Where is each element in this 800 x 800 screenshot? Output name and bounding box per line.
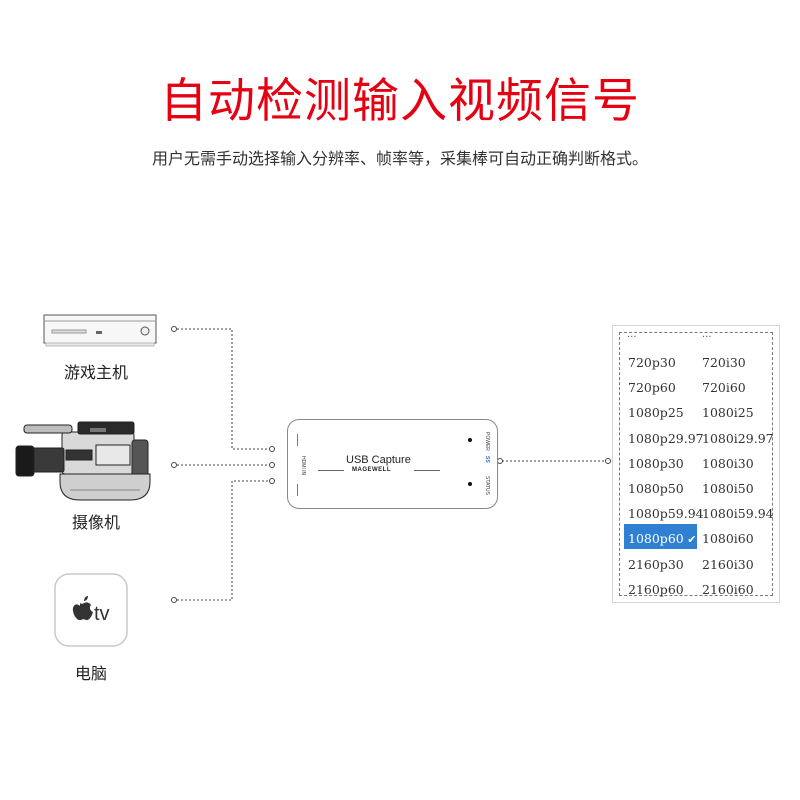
source-label-camcorder: 摄像机 bbox=[71, 513, 120, 532]
resolution-option[interactable]: 1080i29.97 bbox=[702, 430, 774, 446]
port-dot bbox=[171, 597, 177, 603]
resolution-option[interactable]: 1080p50 bbox=[628, 481, 684, 496]
page-subtitle: 用户无需手动选择输入分辨率、帧率等，采集棒可自动正确判断格式。 bbox=[151, 149, 648, 168]
usb-capture-device: HDMI IN USB Capture MAGEWELL POWER SS ST… bbox=[287, 419, 498, 509]
source-label-computer: 电脑 bbox=[74, 664, 107, 683]
resolution-option[interactable]: 1080i30 bbox=[702, 455, 754, 471]
resolution-option[interactable]: 1080i50 bbox=[702, 481, 754, 496]
port-dot bbox=[497, 458, 503, 464]
hdmi-in-label: HDMI IN bbox=[300, 456, 306, 476]
checkmark-icon: ✔ bbox=[683, 533, 697, 547]
resolution-option[interactable]: 1080i25 bbox=[702, 405, 754, 421]
resolution-option[interactable]: 1080p29.97 bbox=[628, 430, 704, 446]
resolution-option[interactable]: 720p60 bbox=[628, 380, 676, 396]
apple-tv-icon: tv bbox=[54, 573, 128, 647]
apple-tv-text: tv bbox=[94, 603, 110, 625]
resolution-option[interactable]: 1080p59.94 bbox=[628, 506, 704, 522]
resolution-option[interactable]: 1080p30 bbox=[628, 455, 684, 471]
source-label-console: 游戏主机 bbox=[63, 363, 128, 382]
port-dot bbox=[605, 458, 611, 464]
wire-console bbox=[177, 328, 270, 450]
power-label: POWER bbox=[484, 432, 490, 451]
wire-computer bbox=[177, 480, 270, 601]
resolution-option[interactable]: 1080i59.94 bbox=[702, 506, 774, 522]
more-indicator: ... bbox=[627, 329, 637, 340]
page-title: 自动检测输入视频信号 bbox=[160, 74, 640, 129]
brand-rule bbox=[318, 470, 344, 471]
resolution-option[interactable]: 720p30 bbox=[628, 355, 676, 370]
brand-rule bbox=[414, 470, 440, 471]
resolution-option[interactable]: 1080p25 bbox=[628, 405, 684, 421]
port-dot bbox=[269, 462, 275, 468]
game-console-icon bbox=[43, 314, 157, 347]
resolution-option[interactable]: 1080p60 ✔ bbox=[628, 531, 697, 547]
resolution-option[interactable]: 1080i60 bbox=[702, 531, 754, 547]
port-dot bbox=[171, 326, 177, 332]
resolution-option[interactable]: 2160i60 bbox=[702, 581, 754, 597]
resolution-option[interactable]: 2160p30 bbox=[628, 556, 684, 572]
device-edge-mark bbox=[297, 434, 298, 446]
resolution-panel bbox=[612, 325, 780, 603]
port-dot bbox=[171, 462, 177, 468]
selected-resolution-highlight bbox=[624, 524, 697, 549]
port-dot bbox=[269, 446, 275, 452]
usb3-label: SS bbox=[484, 456, 490, 463]
device-brand: MAGEWELL bbox=[352, 467, 391, 473]
port-dot bbox=[269, 478, 275, 484]
resolution-list-border bbox=[619, 332, 773, 596]
resolution-option[interactable]: 720i30 bbox=[702, 355, 746, 370]
resolution-option[interactable]: 720i60 bbox=[702, 380, 746, 396]
device-title: USB Capture bbox=[346, 454, 411, 466]
more-indicator: ... bbox=[702, 329, 712, 340]
status-label: STATUS bbox=[484, 476, 490, 495]
resolution-option[interactable]: 2160p60 bbox=[628, 581, 684, 597]
status-led bbox=[468, 482, 472, 486]
camcorder-icon bbox=[15, 421, 151, 501]
device-edge-mark bbox=[297, 484, 298, 496]
resolution-option[interactable]: 2160i30 bbox=[702, 556, 754, 572]
power-led bbox=[468, 438, 472, 442]
